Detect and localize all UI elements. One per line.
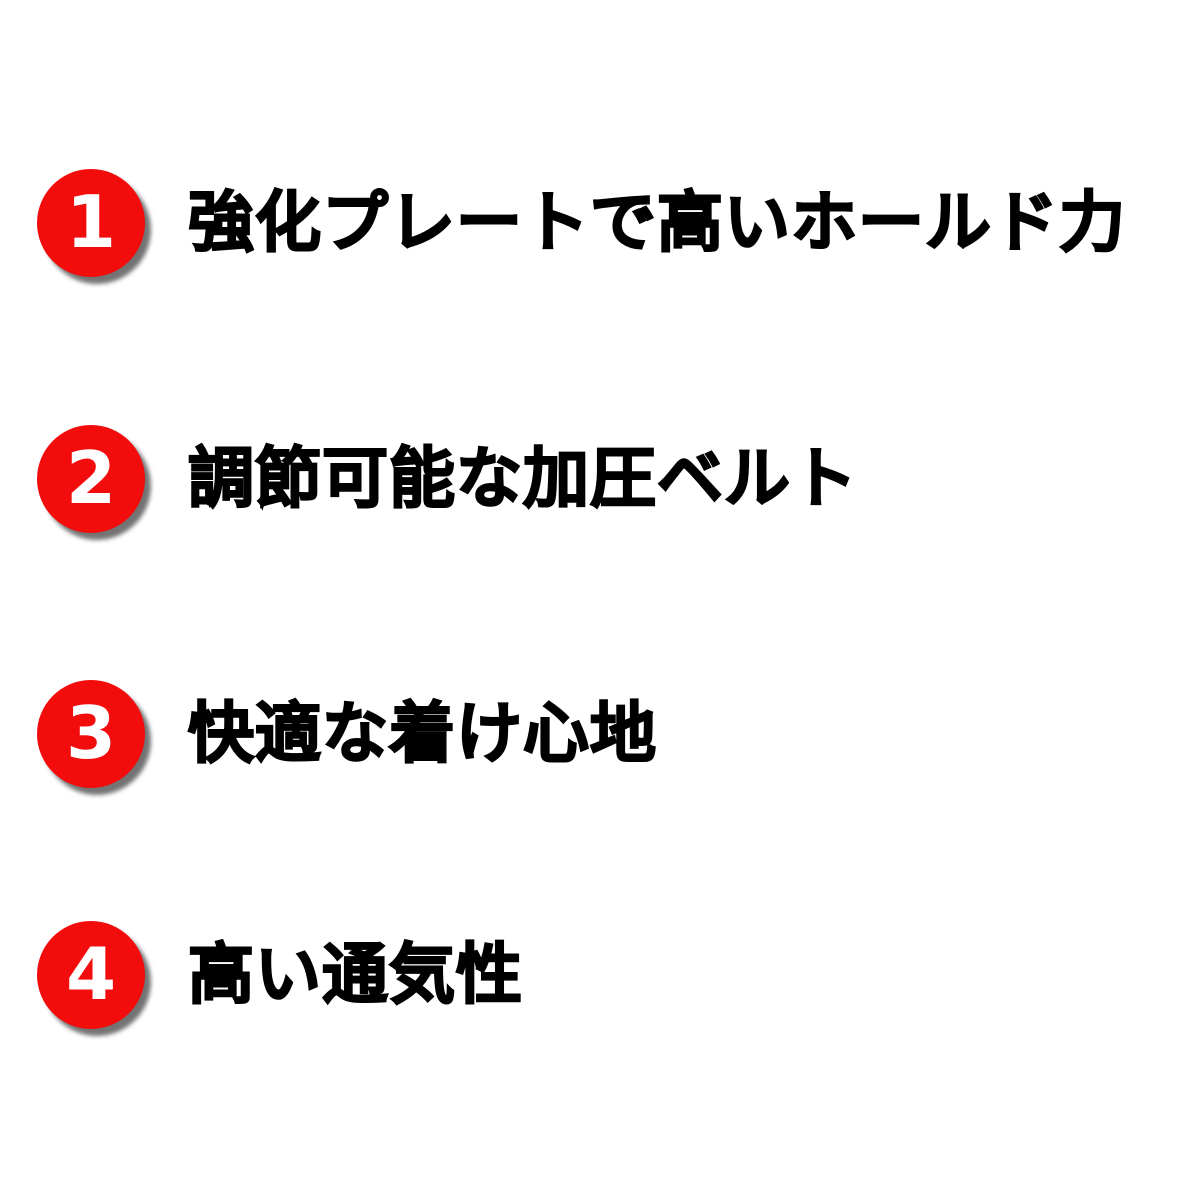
number-badge: 1 (37, 169, 145, 277)
feature-item-1: 1 強化プレートで高いホールド力 (37, 168, 1126, 278)
feature-text: 調節可能な加圧ベルト (187, 440, 858, 517)
number-badge-label: 3 (65, 691, 117, 775)
number-badge-label: 2 (65, 436, 117, 520)
number-badge: 3 (37, 680, 145, 788)
feature-text: 強化プレートで高いホールド力 (187, 184, 1126, 261)
feature-item-2: 2 調節可能な加圧ベルト (37, 424, 858, 534)
number-badge: 2 (37, 425, 145, 533)
number-badge-label: 4 (65, 932, 117, 1016)
number-badge-label: 1 (65, 180, 117, 264)
feature-text: 快適な着け心地 (187, 695, 657, 772)
feature-item-4: 4 高い通気性 (37, 920, 523, 1030)
feature-item-3: 3 快適な着け心地 (37, 679, 657, 789)
feature-text: 高い通気性 (187, 936, 523, 1013)
number-badge: 4 (37, 921, 145, 1029)
